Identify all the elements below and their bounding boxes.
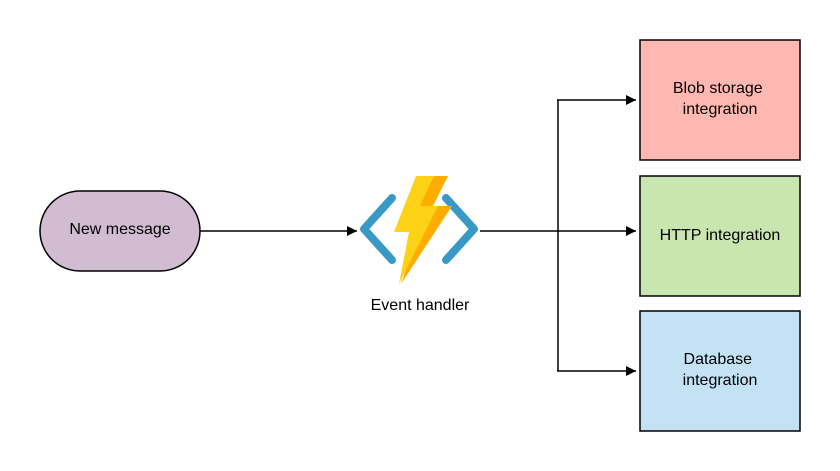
lightning-bolt-back-icon — [401, 176, 452, 284]
database-label-line2: integration — [683, 372, 758, 389]
azure-functions-lightning-icon — [360, 176, 478, 284]
database-box — [639, 310, 801, 432]
start-node-label: New message — [69, 221, 170, 238]
http-node: HTTP integration — [639, 175, 801, 297]
database-label: Database integration — [683, 351, 758, 389]
event-handler-label: Event handler — [371, 297, 470, 314]
connectors — [200, 95, 636, 376]
right-bracket-icon — [442, 194, 478, 264]
database-label-line1: Database — [684, 351, 753, 368]
left-bracket-icon — [360, 194, 396, 264]
start-node: New message — [39, 190, 201, 272]
start-node-shape — [39, 190, 201, 272]
blob-storage-label: Blob storage integration — [673, 80, 767, 118]
blob-storage-label-line1: Blob storage — [673, 80, 763, 97]
blob-storage-label-line2: integration — [683, 101, 758, 118]
blob-storage-node: Blob storage integration — [639, 39, 801, 161]
lightning-bolt-icon — [394, 176, 438, 284]
http-box — [639, 175, 801, 297]
http-label: HTTP integration — [660, 227, 781, 244]
database-node: Database integration — [639, 310, 801, 432]
blob-storage-box — [639, 39, 801, 161]
